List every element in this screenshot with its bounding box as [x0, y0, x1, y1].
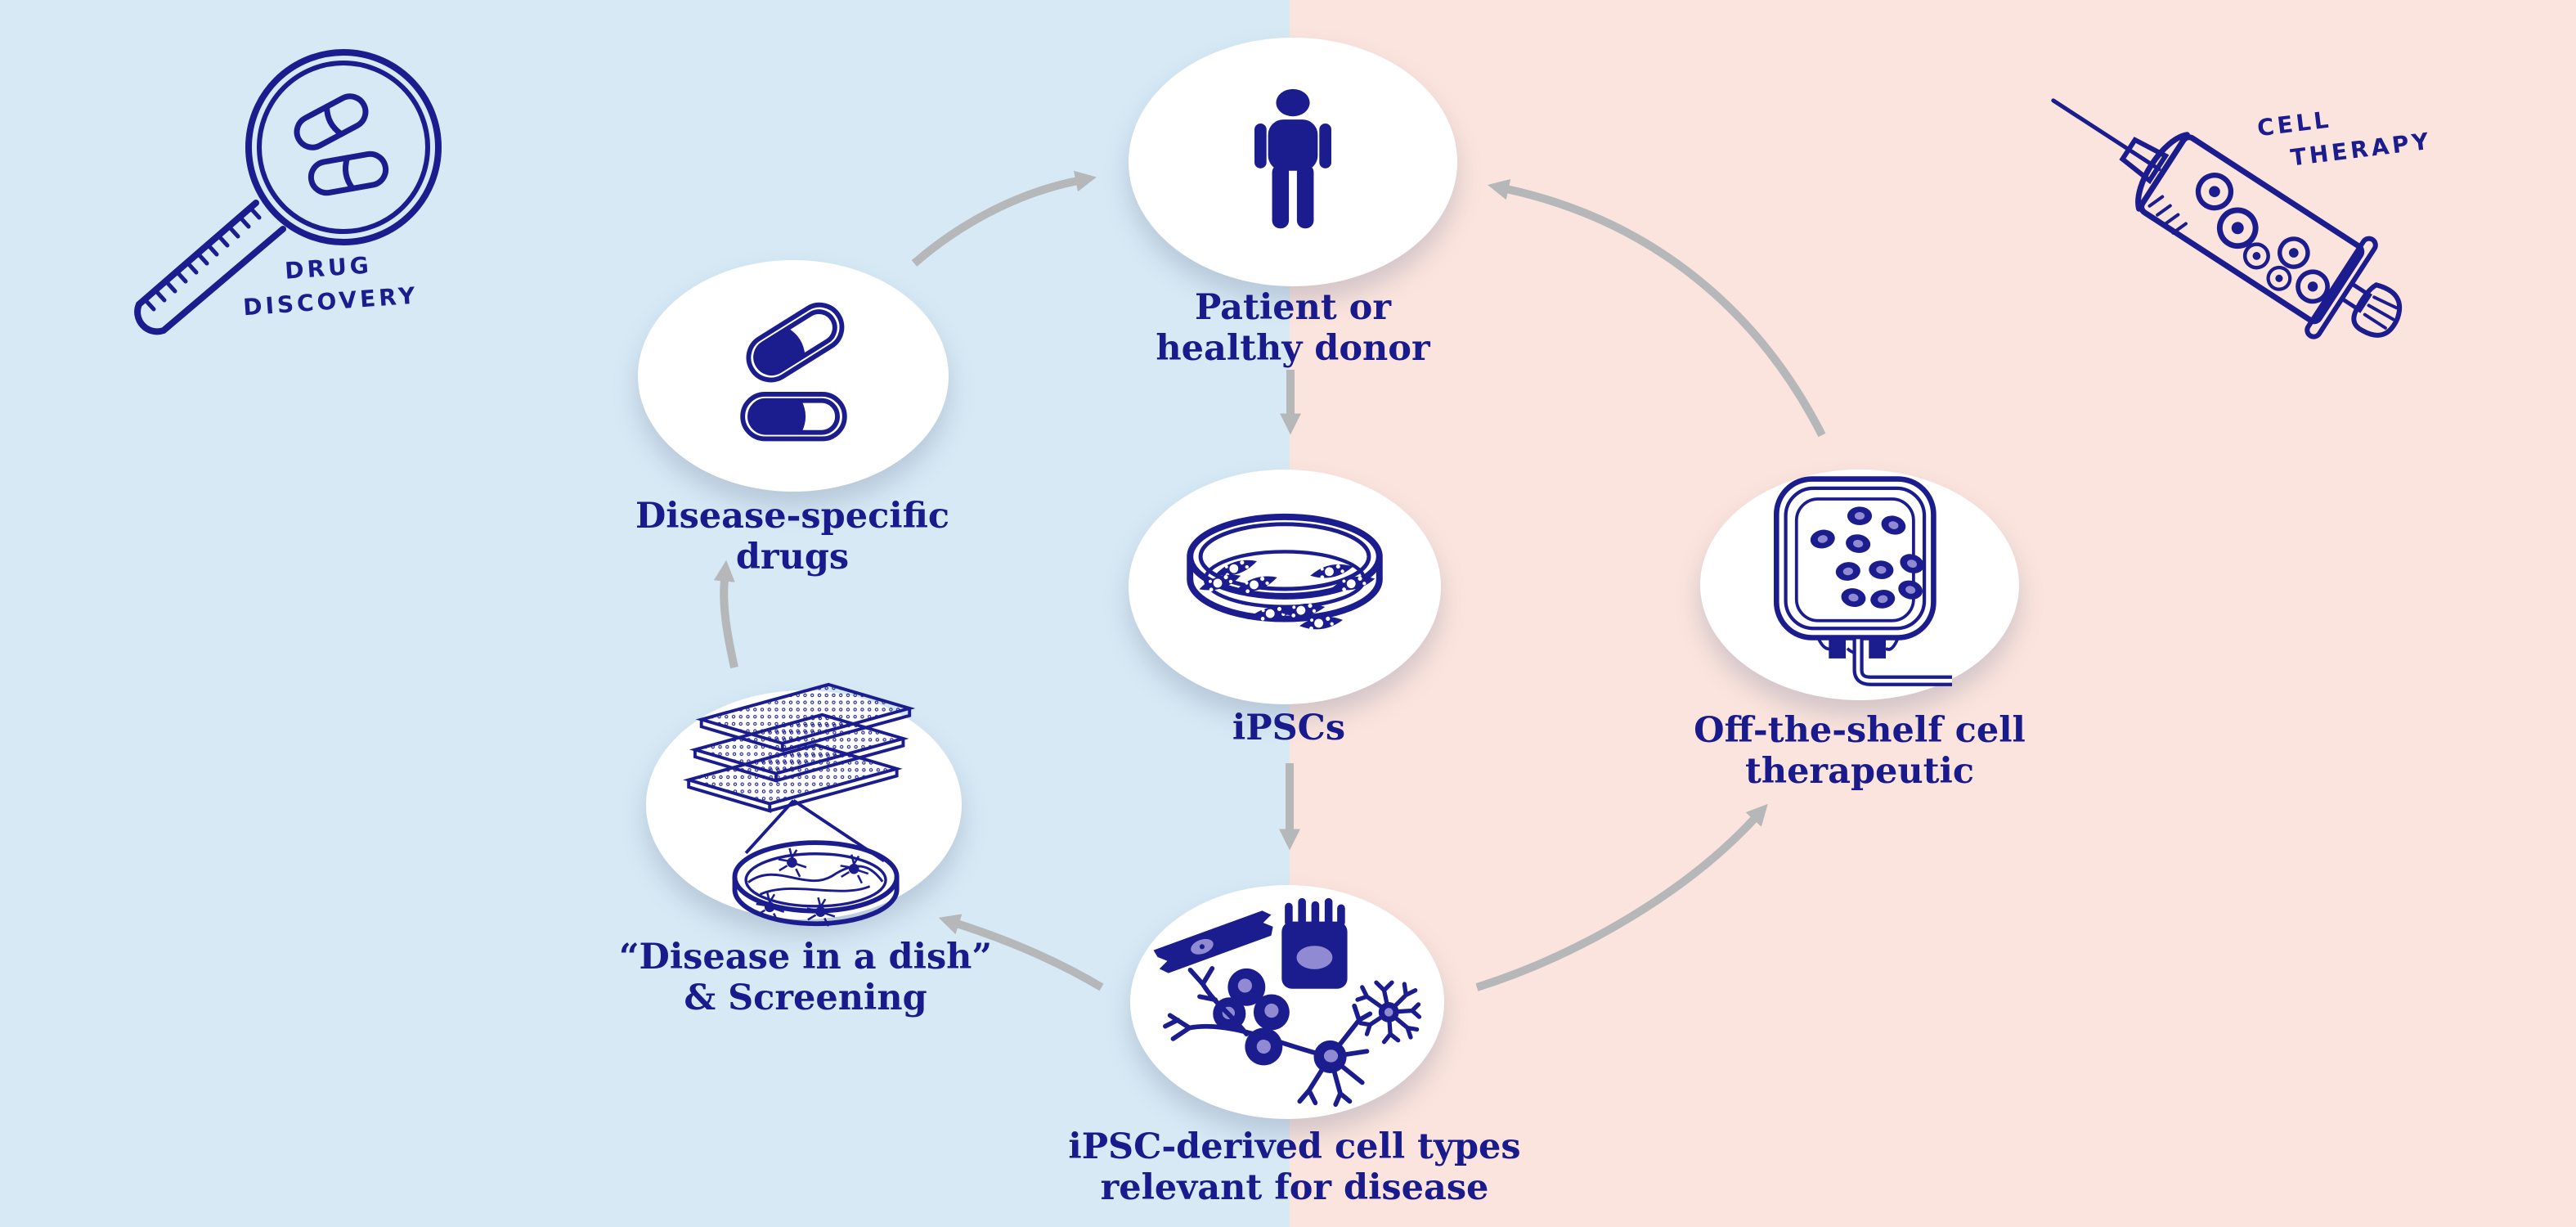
magnifier-pills-icon [134, 49, 442, 335]
node-derived-cells [1130, 885, 1444, 1119]
cell-types-icon [1153, 897, 1422, 1108]
label-patient: Patient or healthy donor [1156, 287, 1430, 369]
drug-discovery-caption: DRUG DISCOVERY [229, 245, 429, 326]
label-disease-specific-drugs: Disease-specific drugs [635, 496, 950, 578]
label-ipscs: iPSCs [1232, 708, 1346, 748]
node-off-the-shelf [1700, 470, 2019, 700]
node-disease-specific-drugs [638, 260, 949, 492]
iv-bag-icon [1774, 476, 1952, 686]
assay-plates-dish-icon [687, 682, 912, 928]
label-derived-cells: iPSC-derived cell types relevant for dis… [1068, 1126, 1521, 1208]
node-ipscs [1129, 470, 1441, 704]
syringe-icon [2051, 98, 2403, 339]
node-patient [1129, 38, 1457, 286]
person-icon [1254, 88, 1331, 229]
node-disease-in-a-dish [646, 682, 962, 928]
label-disease-in-a-dish: “Disease in a dish” & Screening [618, 937, 993, 1018]
petri-dish-icon [1187, 513, 1383, 632]
pills-icon [739, 302, 847, 441]
label-off-the-shelf: Off-the-shelf cell therapeutic [1694, 710, 2026, 792]
